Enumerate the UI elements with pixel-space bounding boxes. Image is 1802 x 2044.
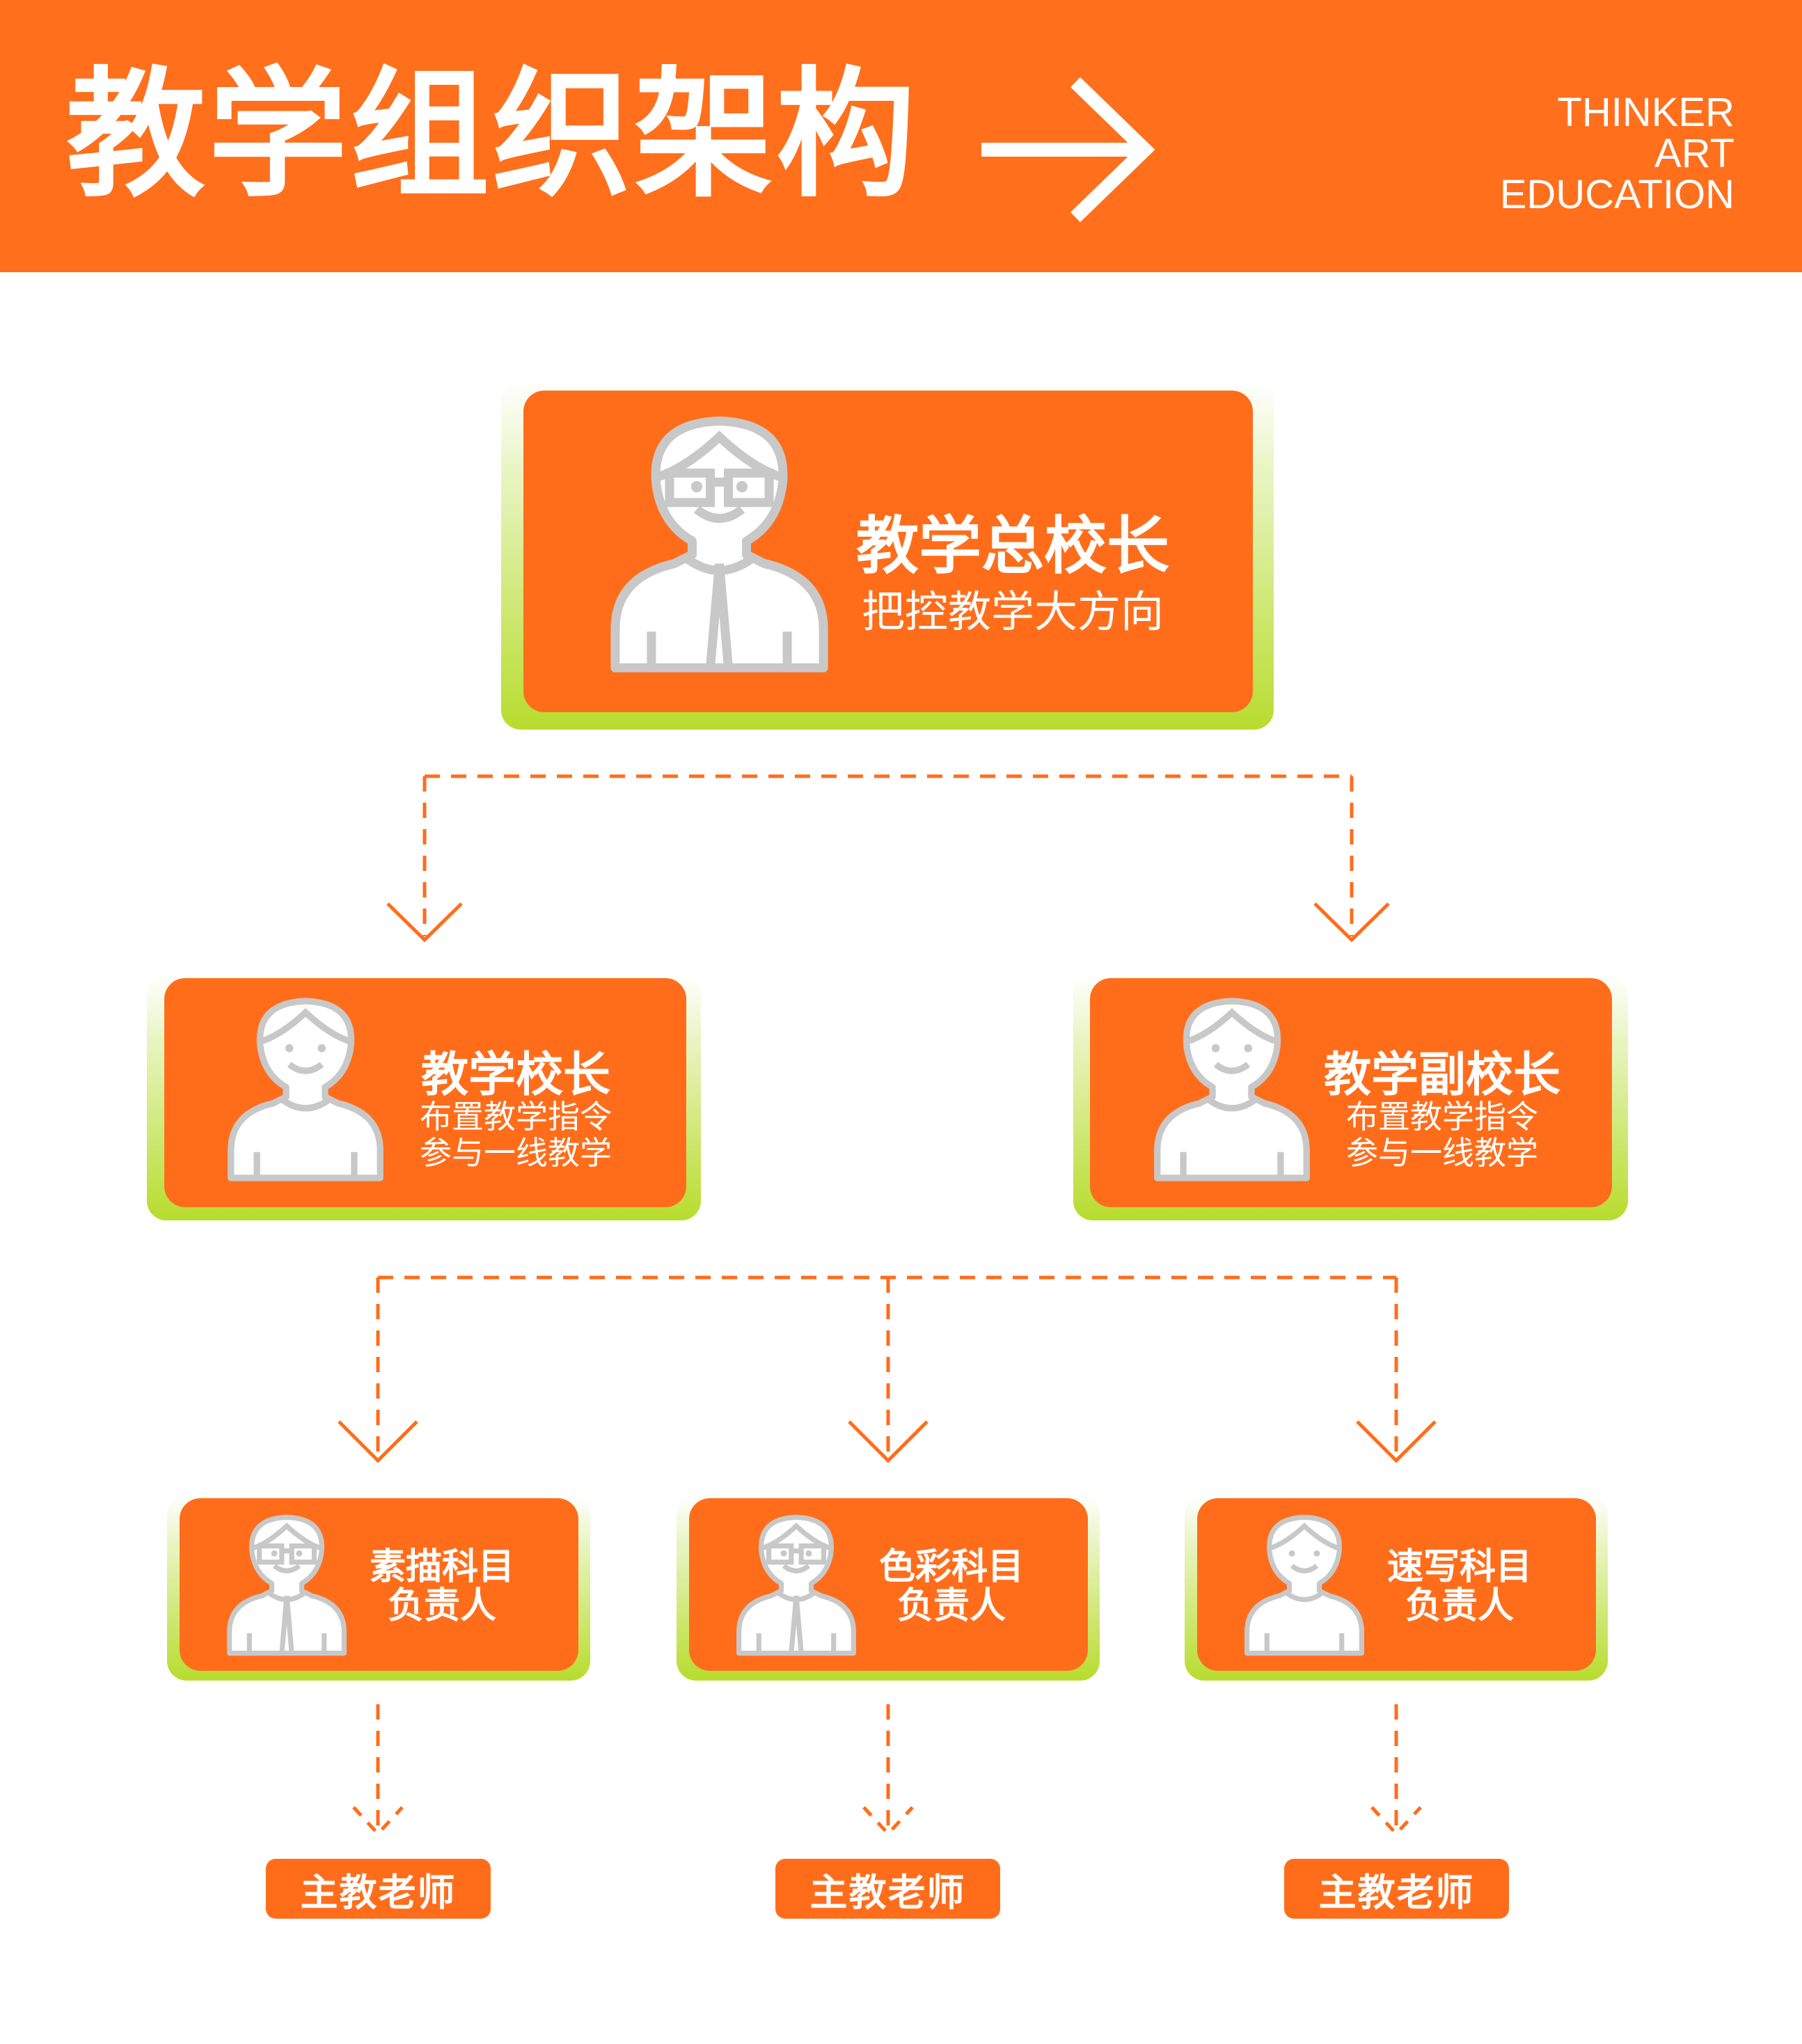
card-line: 速写科目: [1386, 1546, 1532, 1588]
brand-line: ART: [1654, 131, 1734, 176]
man-with-glasses-tie-icon: [606, 414, 833, 675]
chevron-down-icon: [1356, 1420, 1437, 1463]
chevron-down-icon: [338, 1420, 418, 1463]
principal-subtitle: 把控教学大方向: [861, 586, 1164, 637]
woman-glasses-tie-icon: [734, 1514, 859, 1657]
lead-teacher-label: 主教老师: [266, 1859, 491, 1919]
card-line: 素描科目: [369, 1546, 514, 1588]
arrow-right-icon: [981, 77, 1155, 223]
quick-sketch-lead-card: 速写科目 负责人: [1185, 1495, 1608, 1681]
principal-title: 教学总校长: [856, 510, 1169, 583]
card-line: 参与一线教学: [1346, 1134, 1538, 1172]
card-line: 负责人: [1405, 1585, 1514, 1627]
card-line: 负责人: [387, 1585, 496, 1627]
woman-short-hair-icon: [1242, 1514, 1367, 1657]
deputy-principal-card: 教学副校长 布置教学指令 参与一线教学: [1073, 975, 1628, 1220]
card-title: 教学校长: [420, 1048, 610, 1103]
card-title: 教学副校长: [1323, 1048, 1560, 1103]
card-line: 负责人: [896, 1585, 1006, 1627]
card-line: 布置教学指令: [420, 1098, 612, 1135]
principal-card: 教学总校长 把控教学大方向: [501, 380, 1274, 730]
color-lead-card: 色彩科目 负责人: [677, 1495, 1100, 1681]
page-title: 教学组织架构: [66, 54, 919, 217]
man-avatar-icon: [224, 996, 387, 1183]
man-avatar-icon: [1151, 996, 1313, 1183]
card-line: 参与一线教学: [420, 1134, 612, 1172]
vice-principal-card: 教学校长 布置教学指令 参与一线教学: [147, 975, 701, 1220]
woman-glasses-icon: [224, 1514, 349, 1657]
chevron-down-icon: [386, 902, 463, 943]
chevron-down-icon: [848, 1420, 928, 1463]
lead-teacher-label: 主教老师: [775, 1859, 1000, 1919]
brand-line: THINKER: [1557, 90, 1734, 135]
brand-logo-text: THINKER ART EDUCATION: [1500, 92, 1734, 215]
card-line: 布置教学指令: [1346, 1098, 1538, 1135]
sketch-lead-card: 素描科目 负责人: [167, 1495, 590, 1681]
brand-line: EDUCATION: [1499, 172, 1734, 217]
header-banner: 教学组织架构 THINKER ART EDUCATION: [0, 0, 1802, 272]
card-line: 色彩科目: [878, 1546, 1024, 1588]
lead-teacher-label: 主教老师: [1284, 1859, 1509, 1919]
chevron-down-icon: [1313, 902, 1390, 943]
